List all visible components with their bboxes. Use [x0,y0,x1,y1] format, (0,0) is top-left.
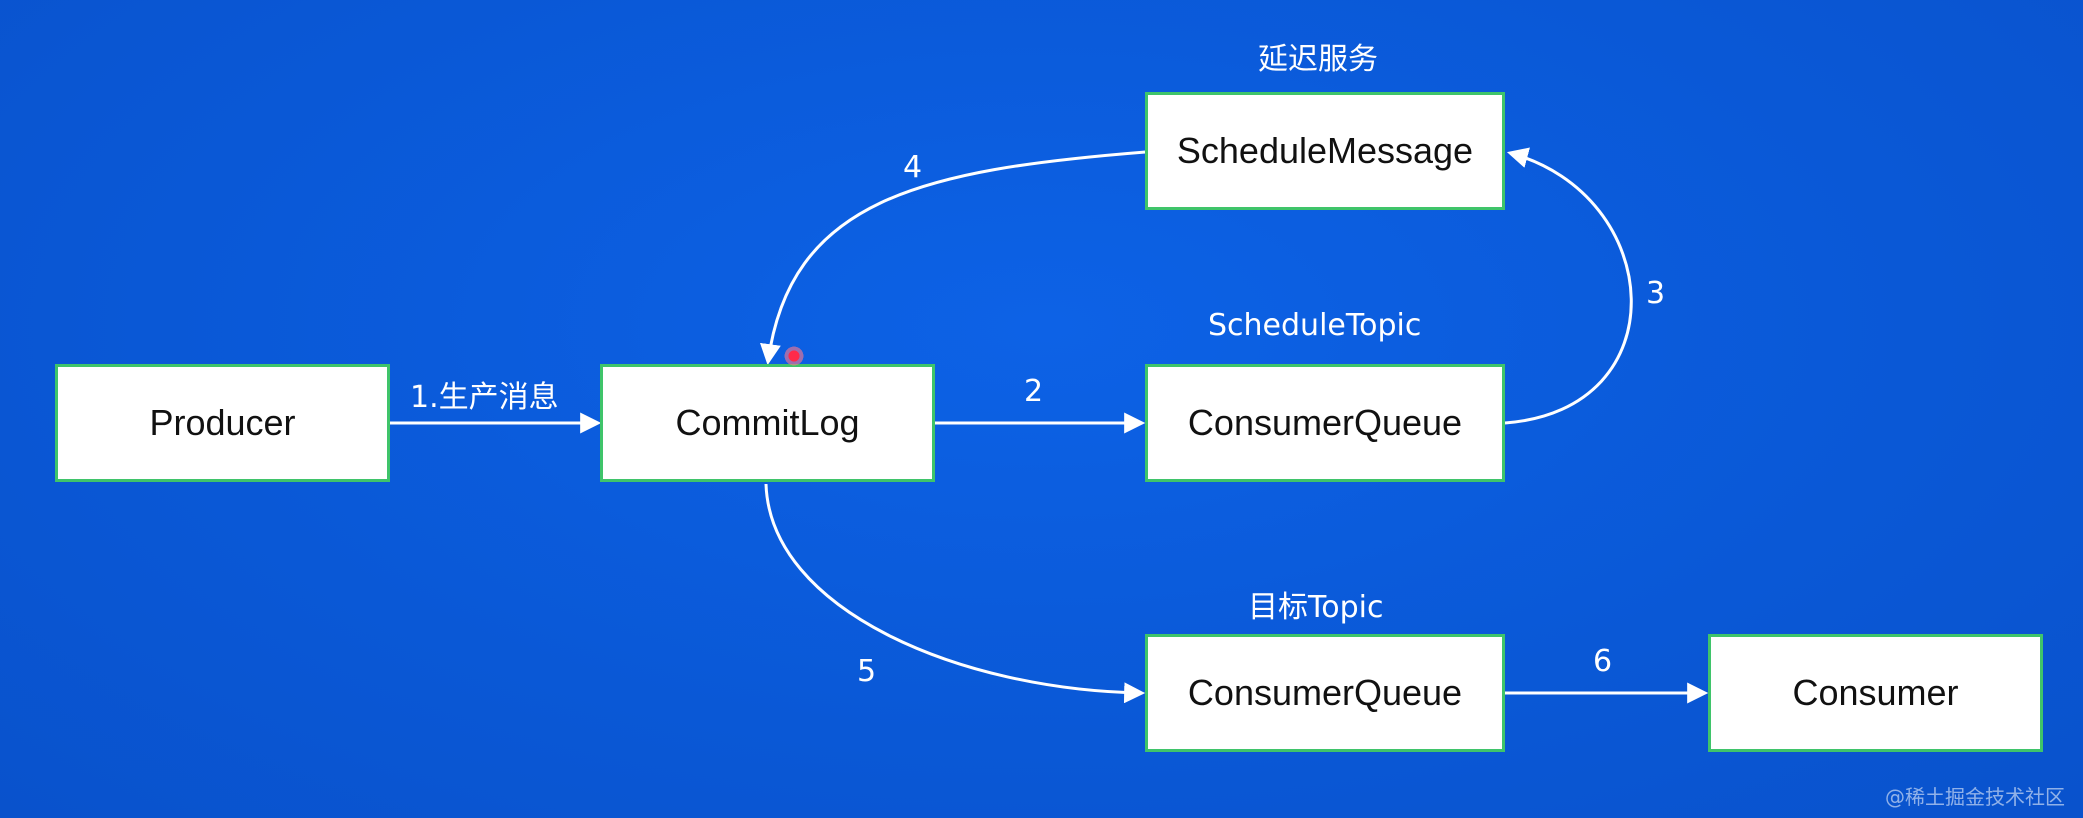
target-consumer-queue-label: ConsumerQueue [1187,672,1463,713]
commitlog-label: CommitLog [675,402,860,443]
consumer-label: Consumer [1792,672,1959,713]
schedule-message-node: ScheduleMessage [1145,92,1505,210]
schedule-topic-label: ScheduleTopic [1208,308,1422,343]
commitlog-node: CommitLog [600,364,935,482]
arrow-schedule-message-to-commitlog [760,150,1146,366]
pointer-cursor-marker [783,345,805,367]
edge-label-3: 3 [1646,276,1666,311]
target-topic-label: 目标Topic [1248,590,1384,625]
arrow-commitlog-to-target-queue [764,483,1146,704]
arrow-schedule-queue-to-schedule-message [1504,147,1633,425]
edge-label-5: 5 [857,654,877,689]
edge-label-produce: 1.生产消息 [410,380,559,415]
consumer-node: Consumer [1708,634,2043,752]
target-consumer-queue-node: ConsumerQueue [1145,634,1505,752]
watermark: @稀土掘金技术社区 [1885,785,2065,809]
schedule-consumer-queue-node: ConsumerQueue [1145,364,1505,482]
edge-label-2: 2 [1024,374,1044,409]
delay-service-label: 延迟服务 [1258,42,1378,77]
edge-label-4: 4 [903,150,923,185]
schedule-message-label: ScheduleMessage [1176,130,1474,171]
edge-label-6: 6 [1593,644,1613,679]
producer-node: Producer [55,364,390,482]
schedule-consumer-queue-label: ConsumerQueue [1187,402,1463,443]
producer-label: Producer [149,402,296,443]
